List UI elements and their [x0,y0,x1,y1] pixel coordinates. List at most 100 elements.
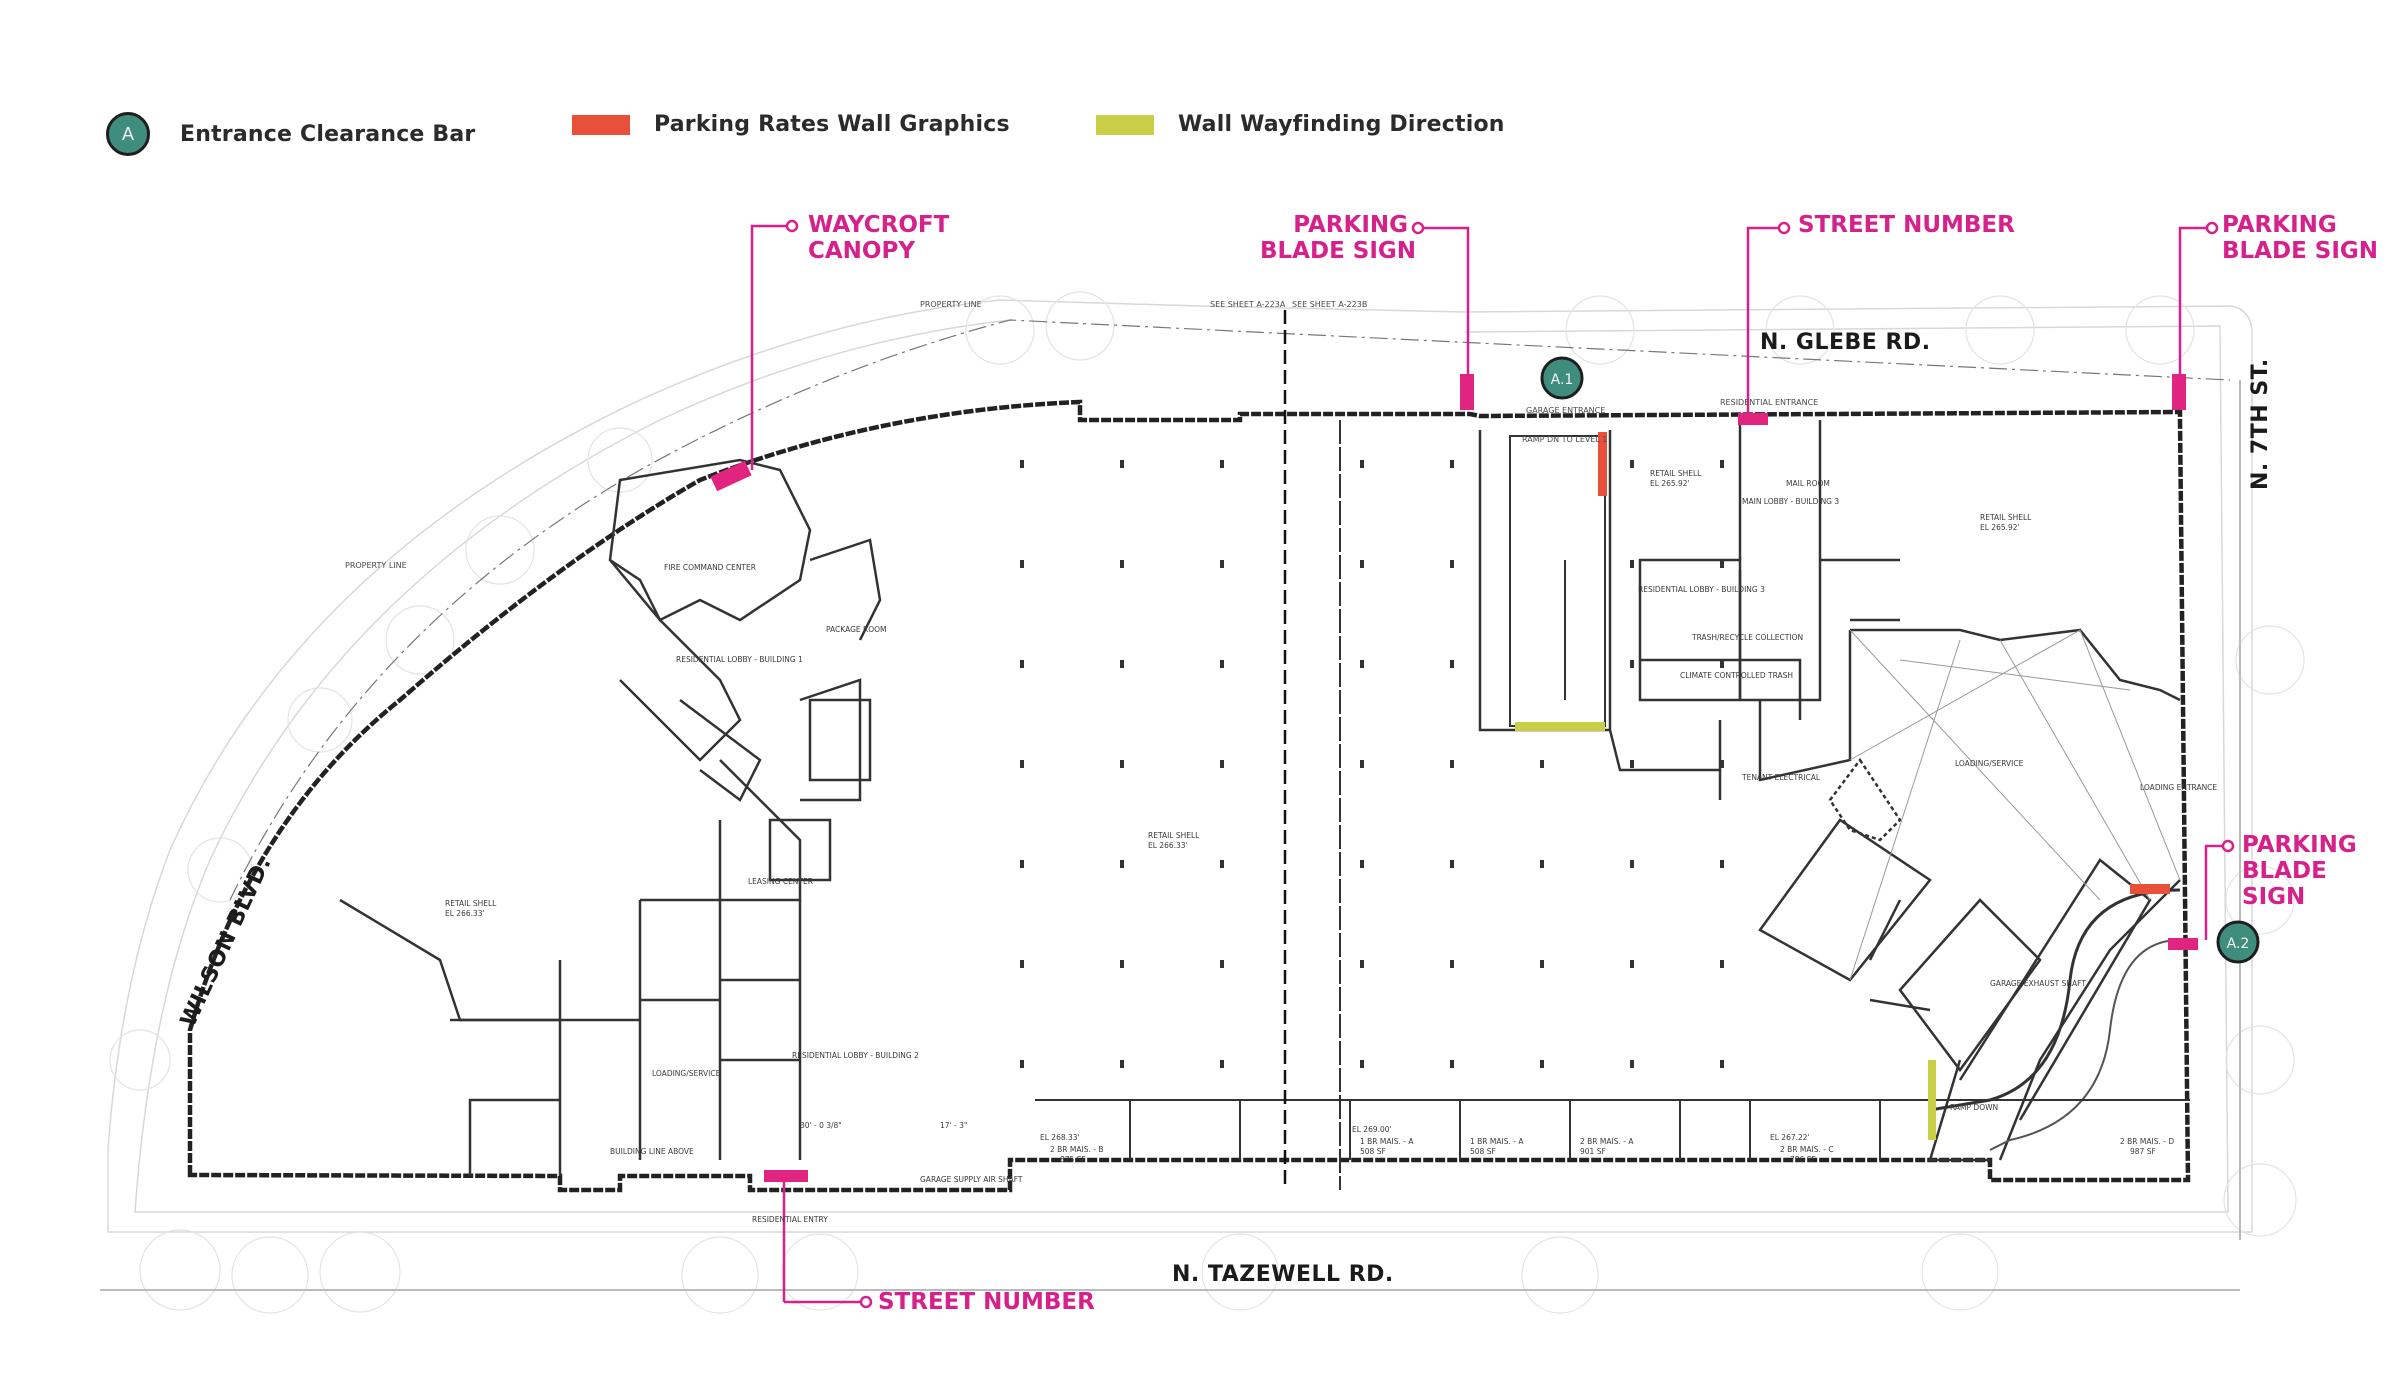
entrance-marker-a1: A.1 [1540,356,1584,400]
street-number-mark-bottom [764,1170,808,1182]
column-dot [1540,1060,1544,1068]
street-tazewell: N. TAZEWELL RD. [1172,1262,1394,1287]
column-dot [1720,560,1724,568]
column-dot [1020,660,1024,668]
marker-a2-label: A.2 [2227,936,2250,952]
column-dot [1450,560,1454,568]
legend-wayfinding-swatch-icon [1096,114,1154,135]
label-residential-entrance: RESIDENTIAL ENTRANCE [1720,398,1818,407]
column-dot [1540,760,1544,768]
label-leasing-center: LEASING CENTER [748,877,813,886]
waycroft-canopy-mark [710,460,752,492]
column-dot [1220,760,1224,768]
column-dot [1720,1060,1724,1068]
label-residential-entry: RESIDENTIAL ENTRY [752,1215,828,1224]
column-dot [1630,560,1634,568]
plan-labels: PROPERTY LINE PROPERTY LINE SEE SHEET A-… [345,300,2217,1224]
callout-blade-side-line3: SIGN [2242,884,2306,910]
column-dot [1360,660,1364,668]
blade-sign-mark-right [2172,374,2186,410]
label-property-line-top: PROPERTY LINE [920,300,982,309]
callout-leaders [750,224,2228,1304]
label-unit-d-sf: 987 SF [2130,1147,2156,1156]
column-dot [1120,660,1124,668]
column-dot [1120,760,1124,768]
callout-street-top-line: STREET NUMBER [1798,212,2015,238]
label-retail-shell-main: RETAIL SHELL [1148,831,1200,840]
label-retail-shell-ne-el: EL 265.92' [1980,523,2020,532]
callout-blade-sign-side: PARKING BLADE SIGN [2242,832,2357,910]
column-dot [1630,860,1634,868]
label-see-sheet-a: SEE SHEET A-223A [1210,300,1286,309]
callout-street-number-bottom: STREET NUMBER [878,1289,1095,1315]
label-residential-lobby-3: RESIDENTIAL LOBBY - BUILDING 3 [1638,585,1765,594]
callout-blade-top-line1: PARKING [1293,212,1408,238]
label-see-sheet-b: SEE SHEET A-223B [1292,300,1367,309]
label-unit-b-sf: 875 SF [1060,1155,1086,1164]
label-retail-shell-left: RETAIL SHELL [445,899,497,908]
column-dot [1720,860,1724,868]
marker-a1-label: A.1 [1551,372,1574,388]
column-dot [1450,1060,1454,1068]
garage-lane [1509,435,1606,727]
callout-blade-side-line1: PARKING [2242,832,2357,858]
column-dot [1020,1060,1024,1068]
column-dot [1630,460,1634,468]
rates-wall-graphic-1 [1598,432,1607,496]
street-trees [109,291,2305,1314]
column-dot [1450,660,1454,668]
label-el-c: EL 267.22' [1770,1133,1810,1142]
column-dot [1120,860,1124,868]
label-unit-d: 2 BR MAIS. - D [2120,1137,2174,1146]
label-ramp-up: RAMP DN TO LEVEL 1 [1522,435,1608,444]
label-unit-c: 2 BR MAIS. - C [1780,1145,1834,1154]
loading-diagonals [1849,629,2181,981]
label-climate-trash: CLIMATE CONTROLLED TRASH [1680,671,1793,680]
label-retail-shell-n: RETAIL SHELL [1650,469,1702,478]
column-dot [1120,960,1124,968]
legend-rates-label: Parking Rates Wall Graphics [654,112,1010,137]
label-garage-exhaust: GARAGE EXHAUST SHAFT [1990,979,2086,988]
rates-wall-graphic-2 [2130,884,2170,894]
garage-ramp-inner [1989,939,2181,1151]
column-dot [1630,1060,1634,1068]
label-unit-c-sf: 786 SF [1790,1155,1816,1164]
label-residential-lobby-1: RESIDENTIAL LOBBY - BUILDING 1 [676,655,803,664]
callout-street-bottom-line: STREET NUMBER [878,1289,1095,1315]
legend-entrance-label: Entrance Clearance Bar [180,121,476,147]
column-dot [1540,960,1544,968]
label-retail-shell-n-el: EL 265.92' [1650,479,1690,488]
callout-blade-side-line2: BLADE [2242,858,2327,884]
callout-blade-sign-right: PARKING BLADE SIGN [2222,212,2378,264]
callout-blade-top-line2: BLADE SIGN [1260,238,1417,264]
column-dot [1720,760,1724,768]
callout-waycroft-line2: CANOPY [808,238,915,264]
legend-rates-swatch-icon [572,114,630,135]
units-row [1035,1099,2190,1160]
column-dot [1120,460,1124,468]
legend-teal-circle-icon: A [106,112,150,156]
column-dot [1630,960,1634,968]
wayfinding-wall-2 [1928,1060,1936,1140]
label-trash-recycle: TRASH/RECYCLE COLLECTION [1691,633,1803,642]
column-dot [1360,960,1364,968]
label-residential-lobby-2: RESIDENTIAL LOBBY - BUILDING 2 [792,1051,919,1060]
column-dot [1220,960,1224,968]
column-dot [1450,960,1454,968]
right-core-walls [1478,420,2181,1162]
callout-waycroft-canopy: WAYCROFT CANOPY [808,212,949,264]
column-grid [1020,460,1724,1068]
label-loading-service-left: LOADING/SERVICE [652,1069,721,1078]
label-unit-a1-sf: 508 SF [1360,1147,1386,1156]
callout-street-number-top: STREET NUMBER [1798,212,2015,238]
column-dot [1450,860,1454,868]
legend-entrance-clearance: A Entrance Clearance Bar [106,112,475,156]
label-ramp-down: RAMP DOWN [1950,1103,1998,1112]
column-dot [1360,760,1364,768]
label-fire-command: FIRE COMMAND CENTER [664,563,756,572]
label-tenant-electrical: TENANT ELECTRICAL [1741,773,1821,782]
column-dot [1220,560,1224,568]
column-dot [1020,460,1024,468]
blade-sign-mark-top [1460,374,1474,410]
